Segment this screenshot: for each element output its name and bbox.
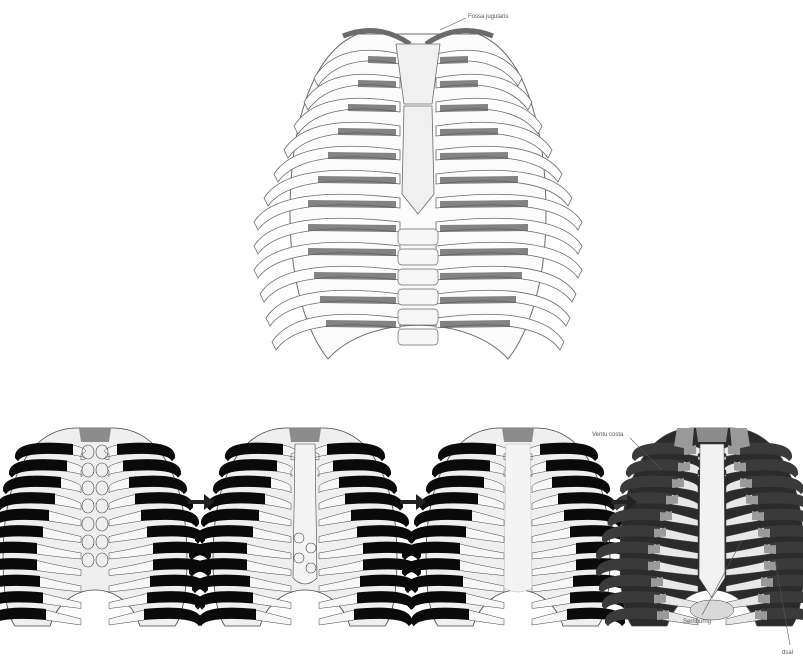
engraved-cartilage <box>338 128 396 136</box>
engraved-cartilage <box>440 296 516 304</box>
rib-joint <box>764 561 776 571</box>
manubrium <box>396 44 440 104</box>
rib-joint <box>740 478 752 488</box>
label-sernburng: Sernburng <box>683 619 711 625</box>
manubrium <box>289 428 321 442</box>
vertebra <box>398 249 438 265</box>
xiphoid-area <box>690 600 734 620</box>
sternum-body <box>504 444 532 592</box>
vertebra <box>398 329 438 345</box>
engraved-cartilage <box>318 176 396 184</box>
rib-joint <box>654 528 666 538</box>
manubrium <box>502 428 534 442</box>
engraved-cartilage <box>308 200 396 208</box>
rib-joint <box>746 495 758 505</box>
rib-joint <box>654 594 666 604</box>
rib-joint <box>666 495 678 505</box>
engraved-cartilage <box>440 200 528 208</box>
rib-joint <box>761 577 773 587</box>
engraved-cartilage <box>440 128 498 136</box>
engraved-rib-cage <box>254 31 582 359</box>
rib-joint <box>651 577 663 587</box>
stage-1-rib-cage <box>0 428 211 626</box>
rib-joint <box>764 544 776 554</box>
engraved-cartilage <box>440 152 508 160</box>
engraved-cartilage <box>440 248 528 256</box>
rib-joint <box>648 561 660 571</box>
engraved-cartilage <box>440 272 522 280</box>
engraved-cartilage <box>308 248 396 256</box>
rib-joint <box>678 462 690 472</box>
vertebra <box>398 309 438 325</box>
engraved-cartilage <box>440 80 478 88</box>
sternum-body <box>402 106 434 214</box>
rib-joint <box>648 544 660 554</box>
rib-joint <box>660 511 672 521</box>
vertebra <box>398 289 438 305</box>
engraved-cartilage <box>358 80 396 88</box>
engraved-cartilage <box>320 296 396 304</box>
engraved-cartilage <box>348 104 396 112</box>
engraved-cartilage <box>368 56 396 64</box>
vertebra <box>398 269 438 285</box>
sternum-body <box>699 444 725 598</box>
rib-joint <box>755 610 767 620</box>
engraved-cartilage <box>328 152 396 160</box>
engraved-cartilage <box>440 224 528 232</box>
label-fossa-jugularis: Fossa jugularis <box>468 14 508 20</box>
manubrium <box>696 428 728 442</box>
engraved-cartilage <box>440 320 510 328</box>
rib-joint <box>657 610 669 620</box>
vertebra <box>398 229 438 245</box>
stage-3-rib-cage <box>402 428 634 626</box>
sternum-body <box>293 444 317 584</box>
rib-joint <box>752 511 764 521</box>
engraved-cartilage <box>326 320 396 328</box>
engraved-cartilage <box>440 104 488 112</box>
label-dsal: dsal <box>782 650 793 656</box>
engraved-cartilage <box>440 56 468 64</box>
rib-joint <box>758 528 770 538</box>
stage-2-rib-cage <box>189 428 421 626</box>
engraved-cartilage <box>440 176 518 184</box>
engraved-cartilage <box>308 224 396 232</box>
manubrium <box>79 428 111 442</box>
label-ventu-costa: Ventu costa <box>592 432 624 438</box>
rib-joint <box>758 594 770 604</box>
rib-joint <box>734 462 746 472</box>
stage-4-rib-cage <box>596 428 803 626</box>
rib-joint <box>672 478 684 488</box>
engraved-cartilage <box>314 272 396 280</box>
